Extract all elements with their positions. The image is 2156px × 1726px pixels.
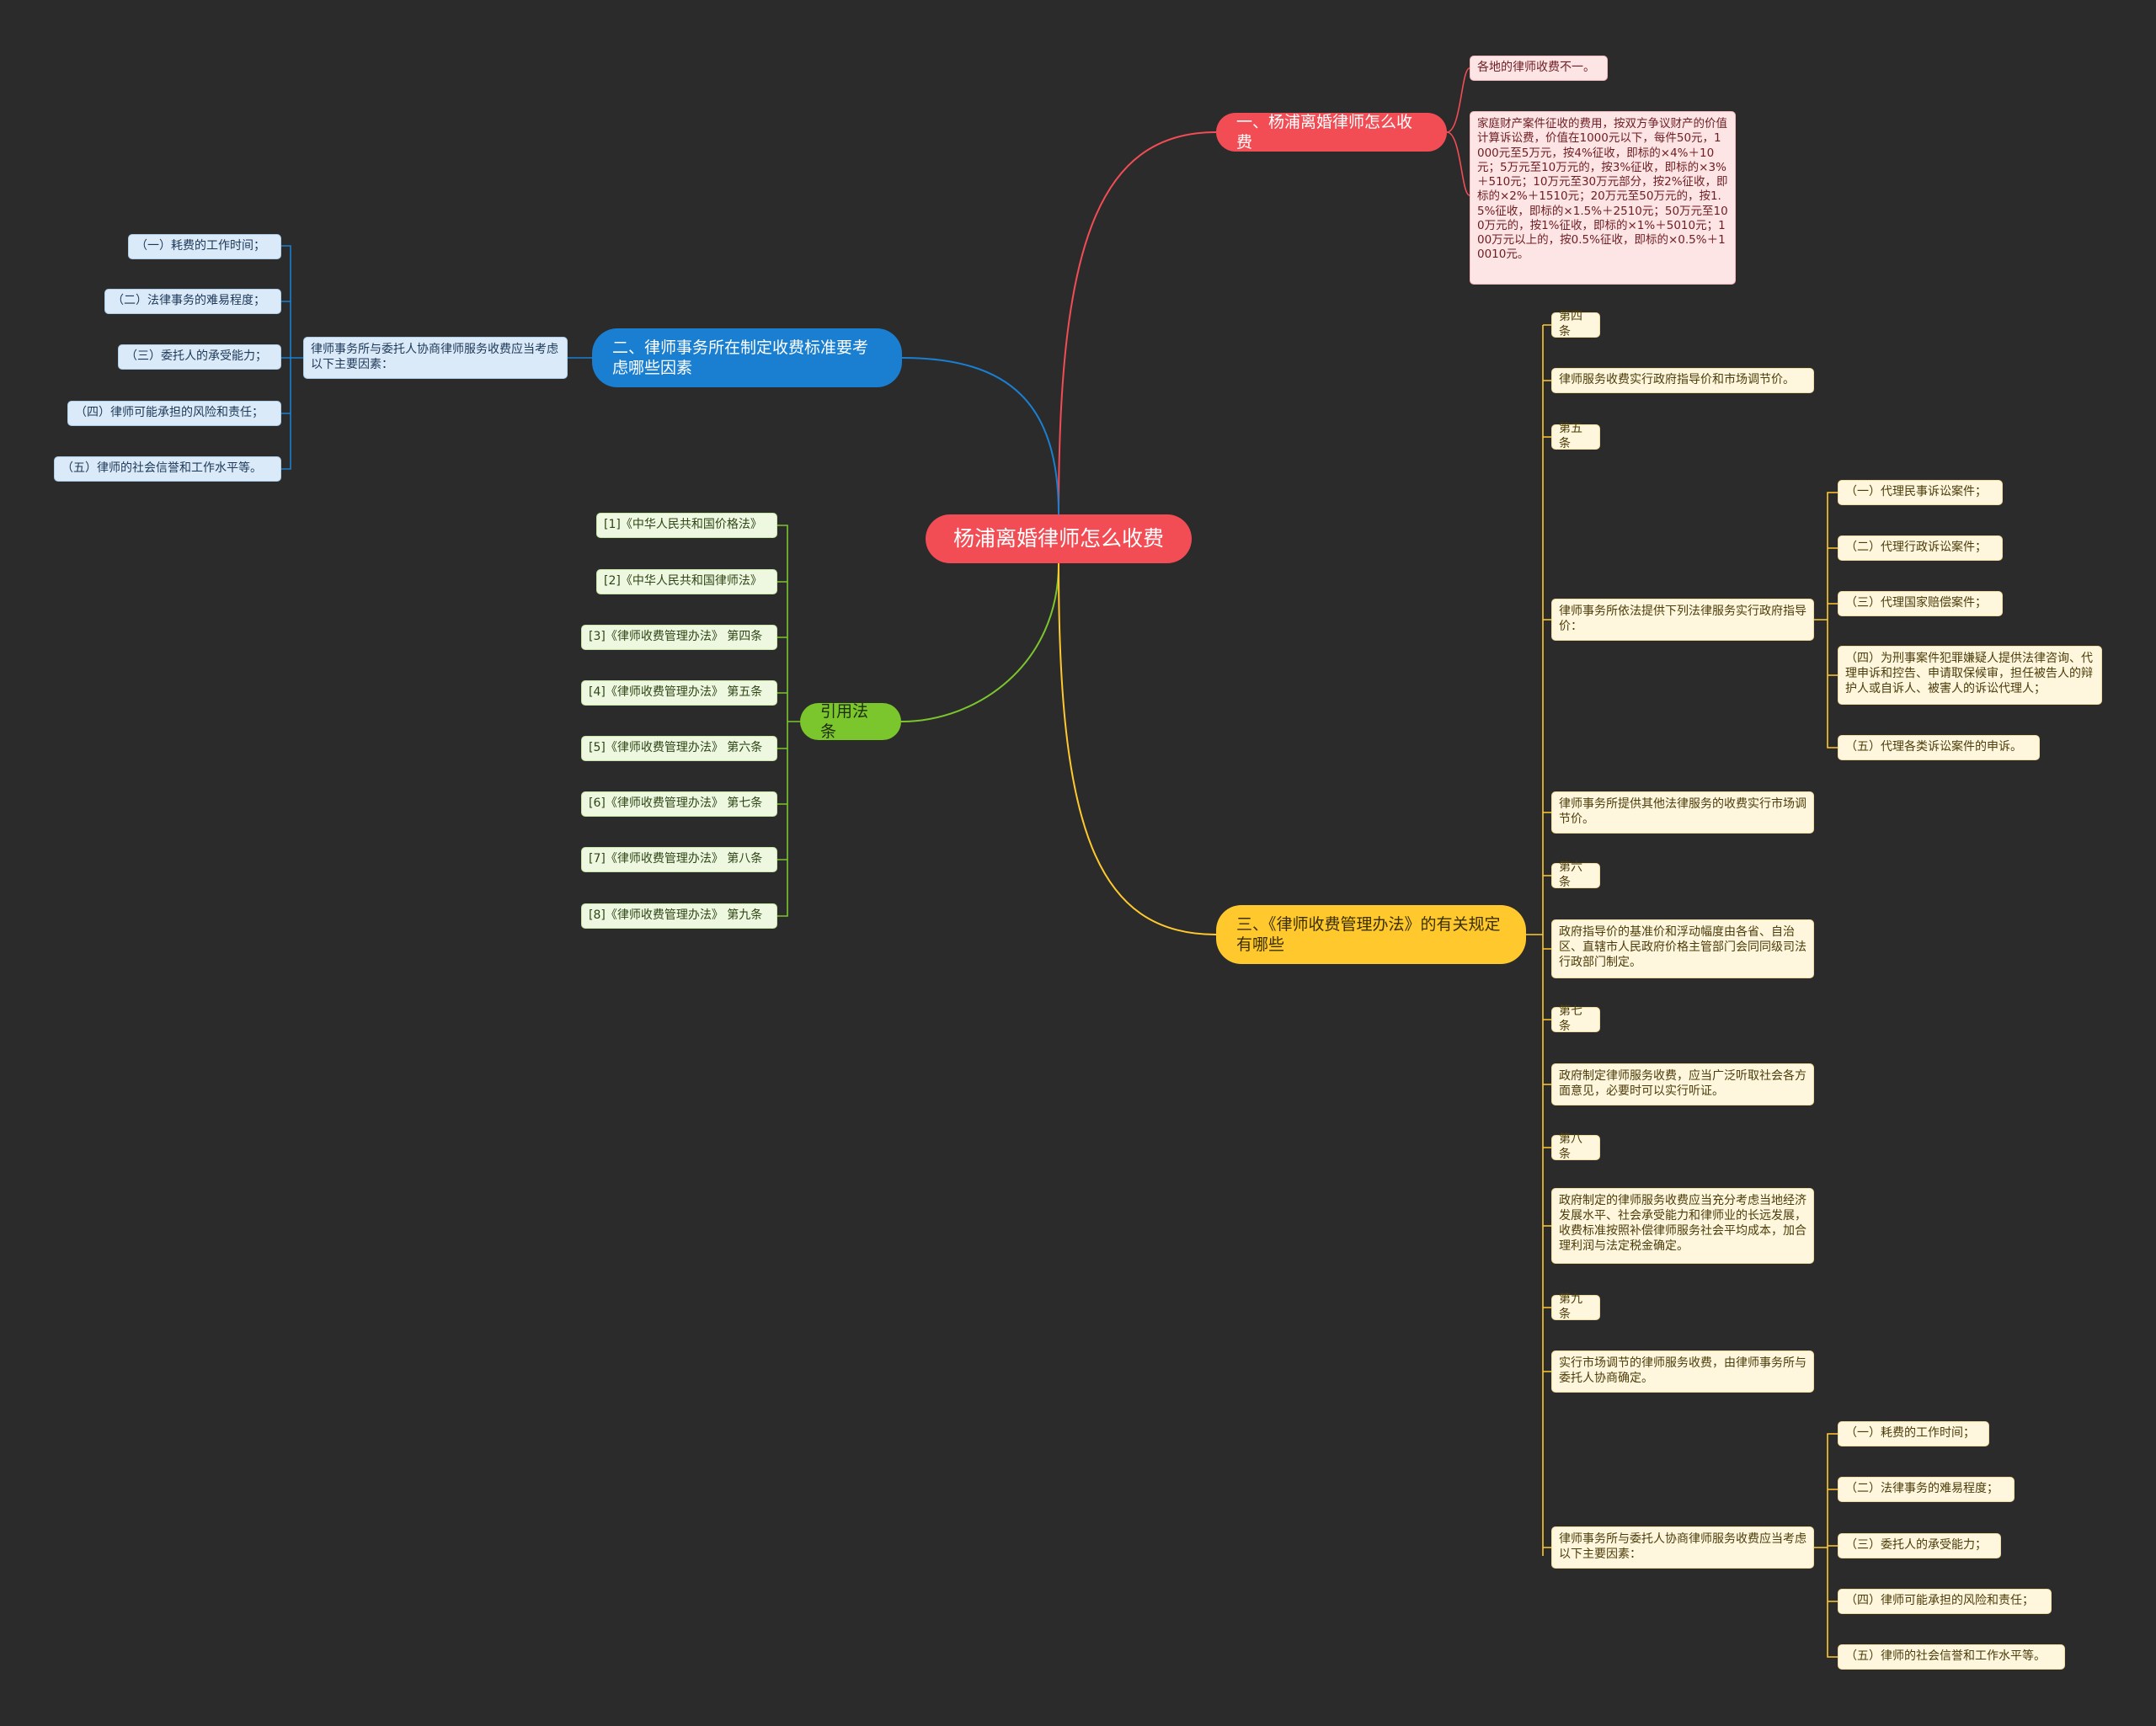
b4-sub1-item-2[interactable]: （三）代理国家赔偿案件； [1838, 591, 2003, 616]
link-root-b3 [900, 562, 1059, 722]
branch-4-topic[interactable]: 三、《律师收费管理办法》的有关规定有哪些 [1216, 905, 1526, 964]
b4-sub2-item-4[interactable]: （五）律师的社会信誉和工作水平等。 [1838, 1644, 2065, 1670]
b3-item-5[interactable]: [6]《律师收费管理办法》 第七条 [581, 791, 777, 817]
root-topic[interactable]: 杨浦离婚律师怎么收费 [926, 514, 1192, 563]
b4-item-11[interactable]: 第九条 [1551, 1292, 1600, 1321]
b4-item-7[interactable]: 第七条 [1551, 1004, 1600, 1033]
b2-item-3[interactable]: （四）律师可能承担的风险和责任； [67, 401, 281, 426]
b4-sub1-item-3[interactable]: （四）为刑事案件犯罪嫌疑人提供法律咨询、代理申诉和控告、申请取保候审，担任被告人… [1838, 646, 2102, 705]
link-root-b1 [1058, 131, 1217, 515]
b4-item-10[interactable]: 政府制定的律师服务收费应当充分考虑当地经济发展水平、社会承受能力和律师业的长远发… [1551, 1188, 1814, 1264]
b3-item-3[interactable]: [4]《律师收费管理办法》 第五条 [581, 680, 777, 706]
b4-item-0[interactable]: 第四条 [1551, 310, 1600, 338]
link-root-b2 [901, 357, 1059, 515]
b2-item-4[interactable]: （五）律师的社会信誉和工作水平等。 [54, 456, 281, 482]
b4-item-6[interactable]: 政府指导价的基准价和浮动幅度由各省、自治区、直辖市人民政府价格主管部门会同同级司… [1551, 919, 1814, 978]
b3-item-2[interactable]: [3]《律师收费管理办法》 第四条 [581, 625, 777, 650]
b3-item-4[interactable]: [5]《律师收费管理办法》 第六条 [581, 736, 777, 761]
link-root-b4 [1058, 562, 1217, 935]
b4-sub2-item-0[interactable]: （一）耗费的工作时间； [1838, 1421, 1989, 1446]
b4-sub2-item-3[interactable]: （四）律师可能承担的风险和责任； [1838, 1589, 2052, 1614]
b3-item-0[interactable]: [1]《中华人民共和国价格法》 [596, 513, 777, 538]
b2-item-2[interactable]: （三）委托人的承受能力； [118, 344, 281, 370]
b4-item-13[interactable]: 律师事务所与委托人协商律师服务收费应当考虑以下主要因素： [1551, 1526, 1814, 1569]
b3-item-1[interactable]: [2]《中华人民共和国律师法》 [596, 569, 777, 594]
b4-sub2-item-2[interactable]: （三）委托人的承受能力； [1838, 1533, 2001, 1558]
b4-item-5[interactable]: 第六条 [1551, 860, 1600, 889]
b4-item-2[interactable]: 第五条 [1551, 422, 1600, 450]
b4-item-3[interactable]: 律师事务所依法提供下列法律服务实行政府指导价： [1551, 599, 1814, 641]
b4-sub1-item-1[interactable]: （二）代理行政诉讼案件； [1838, 535, 2003, 561]
b2-item-0[interactable]: （一）耗费的工作时间； [128, 234, 281, 259]
b1-item-0[interactable]: 各地的律师收费不一。 [1470, 56, 1608, 81]
b3-item-7[interactable]: [8]《律师收费管理办法》 第九条 [581, 903, 777, 929]
branch-3-topic[interactable]: 引用法条 [800, 702, 901, 741]
branch-2-topic[interactable]: 二、律师事务所在制定收费标准要考虑哪些因素 [592, 328, 902, 387]
b4-item-9[interactable]: 第八条 [1551, 1132, 1600, 1161]
b3-item-6[interactable]: [7]《律师收费管理办法》 第八条 [581, 847, 777, 872]
b2-subtopic[interactable]: 律师事务所与委托人协商律师服务收费应当考虑以下主要因素： [303, 337, 568, 379]
b4-item-12[interactable]: 实行市场调节的律师服务收费，由律师事务所与委托人协商确定。 [1551, 1350, 1814, 1393]
b4-sub1-item-0[interactable]: （一）代理民事诉讼案件； [1838, 480, 2003, 505]
b1-item-1[interactable]: 家庭财产案件征收的费用，按双方争议财产的价值计算诉讼费，价值在1000元以下，每… [1470, 111, 1736, 285]
b4-sub1-item-4[interactable]: （五）代理各类诉讼案件的申诉。 [1838, 735, 2040, 760]
b4-sub2-item-1[interactable]: （二）法律事务的难易程度； [1838, 1477, 2015, 1502]
b2-item-1[interactable]: （二）法律事务的难易程度； [104, 289, 281, 314]
b4-item-8[interactable]: 政府制定律师服务收费，应当广泛听取社会各方面意见，必要时可以实行听证。 [1551, 1063, 1814, 1105]
branch-1-topic[interactable]: 一、杨浦离婚律师怎么收费 [1216, 113, 1447, 152]
b4-item-1[interactable]: 律师服务收费实行政府指导价和市场调节价。 [1551, 368, 1814, 393]
b4-item-4[interactable]: 律师事务所提供其他法律服务的收费实行市场调节价。 [1551, 791, 1814, 834]
